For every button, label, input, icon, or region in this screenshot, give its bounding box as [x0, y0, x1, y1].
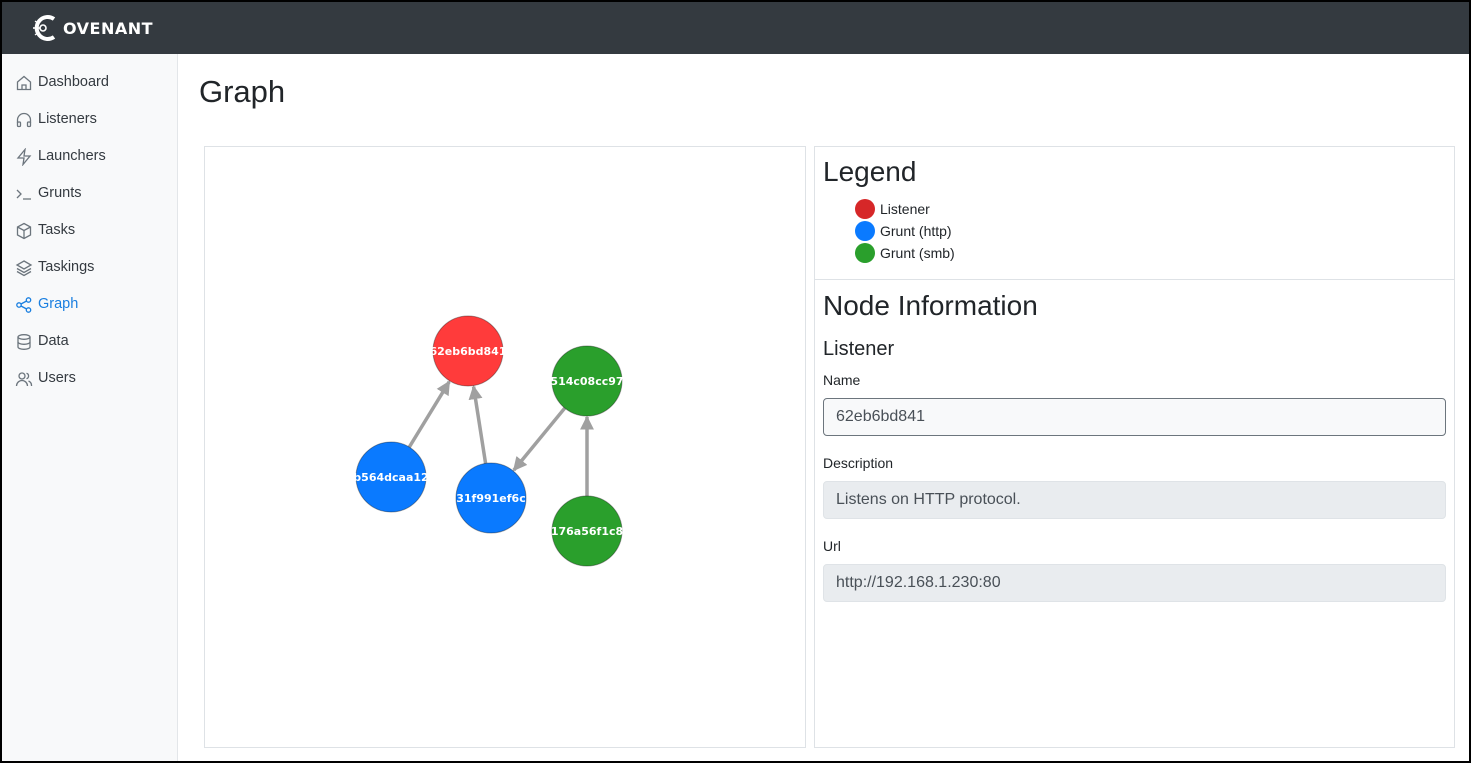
top-navbar: OVENANT [2, 2, 1469, 54]
sidebar: Dashboard Listeners Launchers Grunts Tas… [2, 54, 178, 761]
node-type-heading: Listener [823, 338, 895, 360]
box-icon [15, 222, 33, 240]
sidebar-item-label: Data [38, 333, 69, 349]
graph-node-label: 514c08cc97 [550, 375, 623, 388]
legend-item-grunt-http: Grunt (http) [855, 221, 952, 241]
legend-item-grunt-smb: Grunt (smb) [855, 243, 955, 263]
graph-node-grunt-http[interactable]: b564dcaa12 [353, 441, 429, 513]
legend-label: Grunt (smb) [880, 245, 955, 261]
lightning-icon [15, 147, 33, 167]
graph-node-grunt-http[interactable]: 31f991ef6c [455, 462, 527, 534]
sidebar-item-label: Listeners [38, 111, 97, 127]
layers-icon [15, 259, 33, 277]
sidebar-item-label: Taskings [38, 259, 95, 275]
graph-node-circle[interactable] [355, 441, 427, 513]
graph-node-grunt-smb[interactable]: 514c08cc97 [550, 345, 624, 417]
headphones-icon [15, 111, 33, 129]
graph-canvas[interactable]: 62eb6bd841 514c08cc97 b564dcaa12 31f991ef6c… [205, 147, 805, 747]
section-divider [815, 279, 1454, 280]
sidebar-item-data[interactable]: Data [2, 327, 178, 357]
name-label: Name [823, 372, 861, 388]
users-icon [15, 370, 33, 388]
graph-node-label: 176a56f1c8 [551, 525, 623, 538]
graph-node-circle[interactable] [455, 462, 527, 534]
brand-logo[interactable]: OVENANT [30, 12, 153, 44]
share-icon [15, 296, 33, 314]
graph-edge [468, 385, 488, 464]
description-field[interactable] [823, 481, 1446, 519]
graph-node-grunt-smb[interactable]: 176a56f1c8 [551, 495, 623, 567]
sidebar-item-grunts[interactable]: Grunts [2, 179, 178, 209]
graph-node-circle[interactable] [551, 345, 623, 417]
sidebar-item-listeners[interactable]: Listeners [2, 105, 178, 135]
sidebar-item-label: Users [38, 370, 76, 386]
sidebar-item-label: Graph [38, 296, 79, 312]
sidebar-item-label: Tasks [38, 222, 76, 238]
sidebar-item-graph[interactable]: Graph [2, 290, 178, 320]
graph-node-label: 62eb6bd841 [429, 345, 506, 358]
sidebar-item-users[interactable]: Users [2, 364, 178, 394]
legend-dot [855, 199, 875, 219]
page-title: Graph [199, 74, 286, 109]
sidebar-item-dashboard[interactable]: Dashboard [2, 68, 178, 98]
terminal-icon [15, 185, 33, 203]
graph-edge [407, 380, 451, 449]
legend-label: Listener [880, 201, 930, 217]
graph-edge [512, 406, 567, 472]
graph-node-label: 31f991ef6c [456, 492, 525, 505]
legend-dot [855, 221, 875, 241]
graph-node-listener[interactable]: 62eb6bd841 [429, 315, 507, 387]
graph-node-circle[interactable] [432, 315, 504, 387]
graph-node-label: b564dcaa12 [353, 471, 428, 484]
name-input[interactable] [823, 398, 1446, 436]
covenant-logo-icon [30, 12, 62, 44]
graph-node-circle[interactable] [551, 495, 623, 567]
sidebar-item-label: Dashboard [38, 74, 109, 90]
description-label: Description [823, 455, 894, 471]
url-field[interactable] [823, 564, 1446, 602]
sidebar-item-tasks[interactable]: Tasks [2, 216, 178, 246]
legend-title: Legend [823, 156, 917, 187]
sidebar-item-label: Launchers [38, 148, 106, 164]
sidebar-item-taskings[interactable]: Taskings [2, 253, 178, 283]
graph-panel[interactable]: 62eb6bd841 514c08cc97 b564dcaa12 31f991ef6c… [204, 146, 806, 748]
info-panel: Legend Listener Grunt (http) Grunt (smb)… [814, 146, 1455, 748]
home-icon [15, 74, 33, 92]
legend-item-listener: Listener [855, 199, 930, 219]
url-label: Url [823, 538, 841, 554]
main-content: Graph 62eb6bd841 514c08cc97 b564dcaa12 31f9… [179, 54, 1469, 761]
database-icon [15, 333, 33, 351]
legend-dot [855, 243, 875, 263]
sidebar-item-label: Grunts [38, 185, 82, 201]
sidebar-item-launchers[interactable]: Launchers [2, 142, 178, 172]
legend-label: Grunt (http) [880, 223, 952, 239]
node-info-title: Node Information [823, 290, 1038, 321]
brand-name: OVENANT [63, 18, 154, 38]
